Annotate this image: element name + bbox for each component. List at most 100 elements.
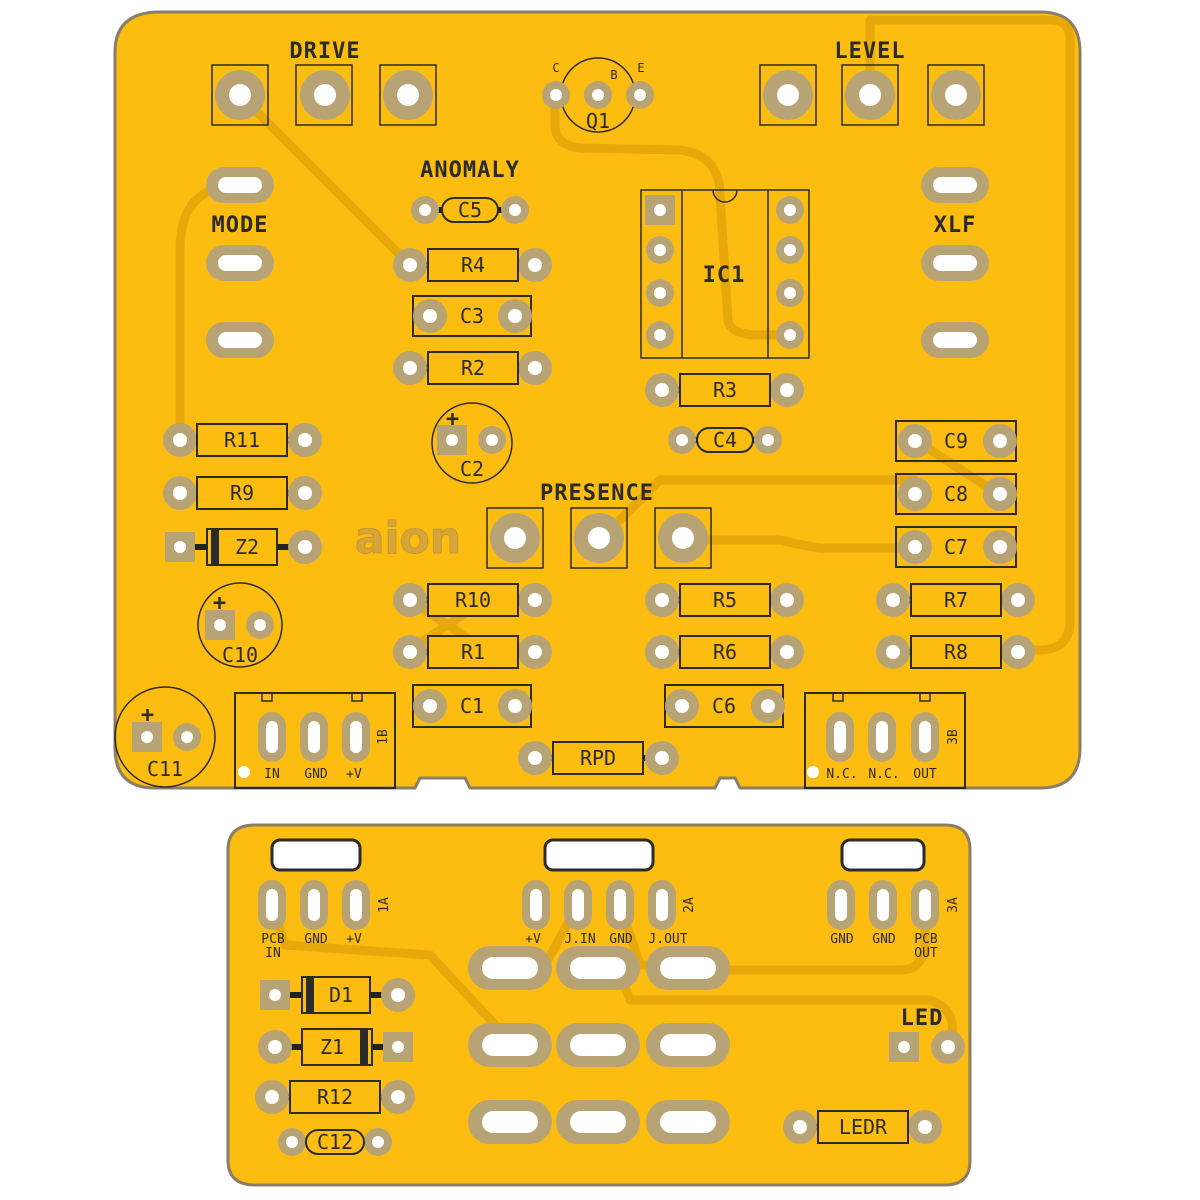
capacitor-c11: + C11 (114, 686, 216, 788)
capacitor-c6: C6 (664, 684, 785, 728)
z1-label: Z1 (320, 1035, 344, 1059)
capacitor-c1: C1 (412, 684, 532, 728)
capacitor-c4: C4 (668, 426, 782, 454)
resistor-r3: R3 (645, 373, 804, 407)
resistor-r7: R7 (876, 583, 1035, 617)
pot-level-label: LEVEL (834, 39, 905, 64)
r12-label: R12 (317, 1085, 353, 1109)
1a-pin-pcb-line2: IN (265, 946, 281, 961)
wire-pad-2a (543, 838, 655, 872)
3a-pin-gnd-2: GND (872, 932, 896, 947)
resistor-r4: R4 (393, 248, 552, 282)
capacitor-c8: C8 (895, 473, 1017, 515)
z2-label: Z2 (235, 535, 259, 559)
c10-label: C10 (222, 643, 258, 667)
header-3b-label: 3B (946, 729, 961, 745)
q1-pin-b-label: B (610, 68, 617, 82)
capacitor-c9: C9 (895, 420, 1017, 462)
led-label: LED (901, 1006, 944, 1031)
transistor-q1: C B E Q1 (542, 57, 654, 133)
1a-pin-pcb: PCB (261, 932, 285, 947)
2a-pin-jin: J.IN (564, 932, 595, 947)
r3-label: R3 (713, 378, 737, 402)
ic1-label: IC1 (703, 263, 746, 288)
r1-label: R1 (461, 640, 485, 664)
aion-logo: aion (355, 513, 461, 564)
c1-label: C1 (460, 694, 484, 718)
resistor-r12: R12 (255, 1080, 415, 1114)
c4-label: C4 (713, 428, 737, 452)
c10-plus-mark: + (213, 591, 227, 616)
zener-z2: Z2 (165, 528, 322, 566)
c2-plus-mark: + (446, 407, 460, 432)
3b-pin-out: OUT (913, 767, 937, 782)
header-1b: IN GND +V 1B (234, 692, 396, 789)
3a-pin-gnd-1: GND (830, 932, 854, 947)
2a-pin-v: +V (525, 932, 541, 947)
capacitor-c3: C3 (412, 295, 532, 337)
r2-label: R2 (461, 356, 485, 380)
switch-mode (206, 167, 274, 358)
mode-label: MODE (212, 213, 269, 238)
resistor-rpd: RPD (518, 741, 679, 775)
wire-pad-1a (270, 838, 362, 872)
c6-label: C6 (712, 694, 736, 718)
1b-pin-gnd: GND (304, 767, 328, 782)
r11-label: R11 (224, 428, 260, 452)
r9-label: R9 (230, 481, 254, 505)
resistor-r2: R2 (393, 351, 552, 385)
header-1a-label: 1A (377, 897, 392, 913)
header-3a-label: 3A (946, 897, 961, 913)
resistor-r9: R9 (163, 476, 322, 510)
header-1a: 1A PCB IN GND +V (258, 880, 392, 961)
xlf-label: XLF (934, 213, 977, 238)
1b-pin-in: IN (264, 767, 280, 782)
pot-presence: PRESENCE (486, 481, 712, 569)
c11-plus-mark: + (141, 703, 155, 728)
3b-pin-nc-2: N.C. (868, 767, 899, 782)
capacitor-c2: + C2 (431, 402, 513, 484)
pot-drive: DRIVE (211, 39, 437, 126)
r10-label: R10 (455, 588, 491, 612)
wire-pad-3a (840, 838, 926, 872)
capacitor-c10: + C10 (197, 582, 283, 668)
c11-label: C11 (147, 757, 183, 781)
ic1: IC1 (640, 189, 810, 359)
q1-pin-e-label: E (637, 61, 644, 75)
2a-pin-jout: J.OUT (648, 932, 687, 947)
rpd-label: RPD (580, 746, 616, 770)
r7-label: R7 (944, 588, 968, 612)
resistor-r6: R6 (645, 635, 804, 669)
pot-presence-label: PRESENCE (540, 481, 654, 506)
resistor-r11: R11 (163, 423, 322, 457)
c8-label: C8 (944, 482, 968, 506)
c3-label: C3 (460, 304, 484, 328)
r6-label: R6 (713, 640, 737, 664)
1a-pin-gnd: GND (304, 932, 328, 947)
header-3a: 3A GND GND PCB OUT (827, 880, 961, 961)
q1-pin-c-label: C (552, 61, 559, 75)
resistor-ledr: LEDR (783, 1110, 942, 1144)
r5-label: R5 (713, 588, 737, 612)
diode-d1: D1 (260, 976, 415, 1014)
pot-level: LEVEL (759, 39, 985, 126)
d1-label: D1 (329, 983, 353, 1007)
led: LED (889, 1006, 965, 1064)
capacitor-c5: C5 (411, 196, 529, 224)
3a-pin-pcb: PCB (914, 932, 938, 947)
q1-label: Q1 (586, 109, 610, 133)
anomaly-label: ANOMALY (420, 158, 520, 183)
footswitch-pads (468, 946, 730, 1144)
1a-pin-v: +V (346, 932, 362, 947)
c2-label: C2 (460, 457, 484, 481)
header-2a: 2A +V J.IN GND J.OUT (522, 880, 697, 947)
3b-pin-nc-1: N.C. (826, 767, 857, 782)
resistor-r1: R1 (393, 635, 552, 669)
capacitor-c12: C12 (278, 1128, 392, 1156)
ledr-label: LEDR (839, 1115, 888, 1139)
r4-label: R4 (461, 253, 485, 277)
switch-xlf (921, 167, 989, 358)
resistor-r8: R8 (876, 635, 1035, 669)
c9-label: C9 (944, 429, 968, 453)
